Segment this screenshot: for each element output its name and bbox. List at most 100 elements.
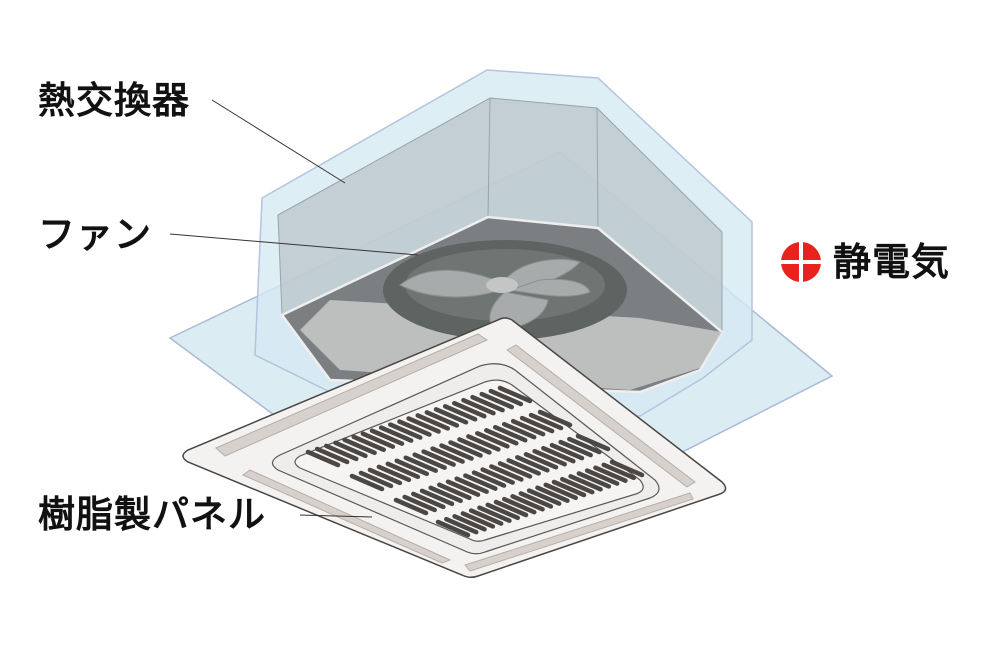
grille-slat [463, 473, 498, 491]
grille-slat [471, 470, 507, 488]
label-heat-exchanger: 熱交換器 [38, 79, 190, 122]
grille-slat [584, 468, 620, 486]
grille-slat [324, 443, 359, 462]
grille-slat [488, 388, 524, 407]
grille-slat [452, 400, 487, 419]
grille-slat [314, 446, 350, 465]
leader-panel [299, 514, 373, 518]
grille-slat [461, 397, 496, 416]
grille-slat [376, 464, 412, 483]
grille-slat [470, 394, 505, 413]
plus-circle-icon [781, 242, 821, 282]
grille-slat [457, 437, 492, 455]
grille-slat [493, 499, 529, 518]
grille-slat [477, 505, 512, 523]
outlet-slot [506, 344, 696, 488]
grille-slat [526, 488, 562, 506]
grille-slat [402, 494, 437, 513]
grille-slat [419, 488, 455, 507]
grille-slat [421, 449, 456, 467]
grille-slat [510, 494, 545, 512]
grille-slat [532, 448, 567, 467]
grille-slat [444, 516, 479, 535]
grille-slat [528, 412, 564, 431]
grille-slat [560, 476, 595, 495]
grille-slat [442, 404, 478, 422]
label-fan: ファン [38, 213, 152, 256]
grille-slat [358, 470, 394, 489]
grille-slat [460, 511, 496, 529]
grille-slat [468, 508, 504, 526]
fan-blades [399, 258, 591, 331]
grille-slat [448, 440, 483, 458]
grille-slat [351, 434, 386, 453]
outlet-slot [464, 492, 694, 572]
grille-slat [568, 474, 603, 492]
grille-slat [551, 479, 587, 498]
grille-slat [609, 459, 645, 478]
grille-slat [403, 455, 438, 473]
grille-slat [558, 439, 593, 458]
grille-slat [543, 482, 578, 501]
grille-slat [435, 519, 471, 538]
grille-slat [393, 497, 429, 516]
grille-slat [519, 415, 555, 434]
grille-slat [510, 418, 546, 437]
grille-slat [601, 462, 636, 481]
grille-slat [369, 428, 405, 446]
grille-slat [515, 455, 550, 473]
grille-slat [412, 452, 447, 470]
grille-slat [497, 461, 533, 479]
grille-slat [397, 419, 432, 437]
grille-slat [549, 442, 585, 461]
grille-slat [523, 452, 559, 470]
grille-slat [480, 467, 515, 485]
grille-slat [333, 440, 368, 459]
grille-slat [489, 464, 524, 482]
grille-slat [394, 458, 430, 477]
grille-slat [415, 413, 450, 431]
grille-slat [576, 471, 612, 489]
grille-slat [593, 465, 628, 483]
grille-slat [501, 421, 537, 440]
grille-slat [492, 424, 528, 443]
leader-fan [169, 233, 419, 256]
grille-slat [575, 433, 611, 452]
grille-slat [433, 407, 469, 425]
grille-slat [518, 491, 554, 509]
static-electricity-legend: 静電気 [781, 242, 950, 282]
grille-slat [497, 385, 533, 404]
grille-slat [305, 449, 341, 468]
label-static-electricity: 静電気 [833, 240, 951, 284]
grille-slat [485, 502, 520, 521]
grille-slat [428, 485, 463, 504]
fan-hub [486, 277, 518, 293]
grille-slat [537, 409, 573, 428]
grille-slat [506, 458, 541, 476]
outlet-slot [215, 333, 489, 457]
grille-slat [406, 416, 441, 434]
grille-slat [454, 476, 489, 494]
grille-slat [445, 479, 481, 497]
grille-slat [541, 445, 576, 464]
label-resin-panel: 樹脂製パネル [38, 493, 266, 536]
grille-slat [360, 431, 396, 449]
grille-slat [452, 514, 487, 532]
grille-slat [385, 461, 421, 480]
grille-slat [424, 410, 460, 428]
grille-slat [388, 422, 423, 440]
grille-slat [349, 473, 385, 492]
grille-slat [535, 485, 570, 503]
grille-slat [475, 431, 510, 449]
grille-slat [567, 436, 602, 455]
grille-slat [342, 437, 377, 456]
grille-slat [439, 443, 474, 461]
grille-slat [411, 491, 446, 510]
intake-grille [305, 385, 645, 538]
grille-slat [484, 428, 519, 446]
grille-slat [430, 446, 465, 464]
grille-slat [378, 425, 414, 443]
grille-slat [479, 391, 514, 410]
